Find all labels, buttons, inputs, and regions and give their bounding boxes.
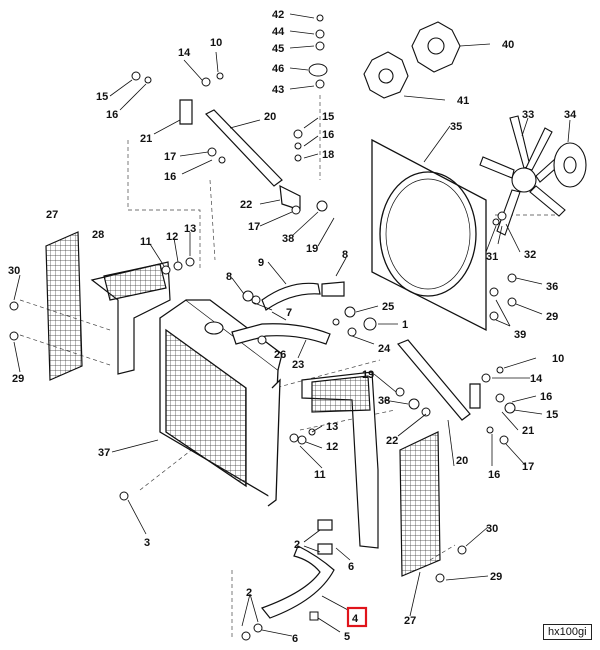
brace-rod-lower: [397, 339, 481, 421]
callout-16d: 16: [540, 391, 552, 403]
hoses: [231, 281, 345, 619]
callout-8: 8: [226, 271, 232, 283]
fan-shroud: [371, 138, 487, 332]
flex-coupling: [363, 21, 461, 99]
callout-36: 36: [546, 281, 558, 293]
callout-18: 18: [322, 149, 334, 161]
figure-id-label: hx100gi: [543, 624, 592, 640]
callout-14: 14: [178, 47, 191, 59]
callout-8b: 8: [342, 249, 348, 261]
callout-41: 41: [457, 95, 469, 107]
callout-11b: 11: [314, 469, 326, 481]
callout-15: 15: [96, 91, 108, 103]
callout-15c: 15: [546, 409, 558, 421]
callout-10b: 10: [552, 353, 564, 365]
callout-10: 10: [210, 37, 222, 49]
callout-1: 1: [402, 319, 408, 331]
callout-39: 39: [514, 329, 526, 341]
callout-43: 43: [272, 84, 284, 96]
callout-22: 22: [240, 199, 252, 211]
radiator-cap: [204, 321, 224, 335]
callout-24: 24: [378, 343, 391, 355]
fan-hub: [553, 142, 587, 188]
side-screen-left: [45, 231, 83, 381]
callout-27b: 27: [404, 615, 416, 627]
callout-12b: 12: [326, 441, 338, 453]
callout-38: 38: [282, 233, 294, 245]
callout-38b: 38: [378, 395, 390, 407]
fastener-set: [9, 14, 517, 641]
side-screen-right: [399, 431, 441, 577]
callout-29: 29: [12, 373, 24, 385]
fan-blade: [479, 115, 571, 236]
callout-44: 44: [272, 26, 285, 38]
callout-20: 20: [264, 111, 276, 123]
baffle-left: [90, 261, 171, 375]
callout-25: 25: [382, 301, 394, 313]
callout-17c: 17: [522, 461, 534, 473]
leader-lines: [13, 13, 571, 637]
callout-16c: 16: [164, 171, 176, 183]
callout-9: 9: [258, 257, 264, 269]
callout-13b: 13: [326, 421, 338, 433]
callout-20b: 20: [456, 455, 468, 467]
callout-19b: 19: [362, 369, 374, 381]
baffle-right: [301, 371, 379, 549]
callout-16b: 16: [322, 129, 334, 141]
callout-5: 5: [344, 631, 350, 643]
callout-labels: 42 44 45 46 43 40 41 14 10 15 16 21 20 1…: [8, 9, 577, 645]
callout-30b: 30: [486, 523, 498, 535]
callout-4-highlighted: 4: [352, 613, 359, 625]
callout-37: 37: [98, 447, 110, 459]
callout-13: 13: [184, 223, 196, 235]
callout-16e: 16: [488, 469, 500, 481]
callout-33: 33: [522, 109, 534, 121]
callout-12: 12: [166, 231, 178, 243]
callout-17: 17: [164, 151, 176, 163]
callout-6: 6: [348, 561, 354, 573]
highlight-box: [346, 606, 368, 628]
callout-42: 42: [272, 9, 284, 21]
callout-40: 40: [502, 39, 514, 51]
callout-31: 31: [486, 251, 498, 263]
callout-26: 26: [274, 349, 286, 361]
callout-29c: 29: [490, 571, 502, 583]
callout-45: 45: [272, 43, 284, 55]
callout-22b: 22: [386, 435, 398, 447]
callout-17b: 17: [248, 221, 260, 233]
brace-rod-upper: [179, 99, 301, 211]
callout-3: 3: [144, 537, 150, 549]
assembly-lines: [19, 95, 560, 640]
callout-7: 7: [286, 307, 292, 319]
radiator: [159, 299, 283, 507]
callout-11: 11: [140, 236, 152, 248]
callout-34: 34: [564, 109, 577, 121]
callout-29b: 29: [546, 311, 558, 323]
callout-2: 2: [294, 539, 300, 551]
callout-19: 19: [306, 243, 318, 255]
callout-21b: 21: [522, 425, 534, 437]
callout-35: 35: [450, 121, 462, 133]
callout-23: 23: [292, 359, 304, 371]
callout-15b: 15: [322, 111, 334, 123]
callout-27: 27: [46, 209, 58, 221]
callout-6b: 6: [292, 633, 298, 645]
callout-16: 16: [106, 109, 118, 121]
callout-21: 21: [140, 133, 152, 145]
callout-14b: 14: [530, 373, 543, 385]
callout-46: 46: [272, 63, 284, 75]
callout-30: 30: [8, 265, 20, 277]
callout-2b: 2: [246, 587, 252, 599]
callout-32: 32: [524, 249, 536, 261]
callout-28: 28: [92, 229, 104, 241]
